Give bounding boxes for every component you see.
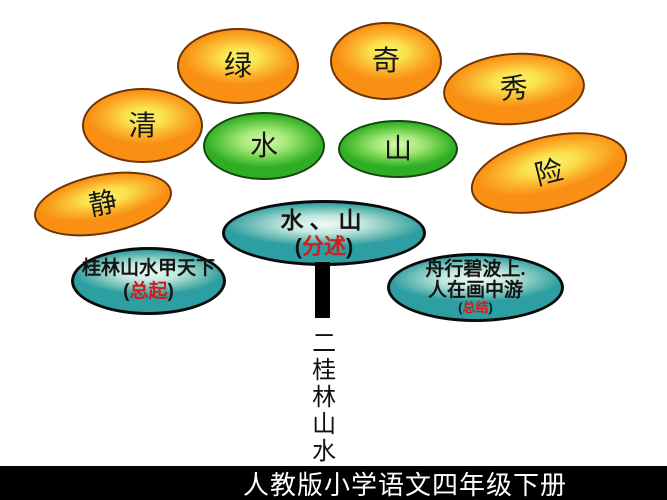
bubble-qing: 清 bbox=[82, 88, 203, 163]
node-left-line1: 桂林山水甲天下 bbox=[81, 258, 215, 280]
bubble-shui: 水 bbox=[203, 112, 325, 180]
bubble-xian-label: 险 bbox=[531, 154, 567, 191]
node-center-term: 分述 bbox=[301, 233, 346, 259]
node-right-line2: 人在画中游 bbox=[427, 280, 523, 302]
bubble-lv: 绿 bbox=[177, 28, 299, 104]
lesson-title-vertical: 二桂林山水 bbox=[307, 330, 335, 465]
node-right-line1: 舟行碧波上. bbox=[425, 258, 526, 280]
bubble-shan: 山 bbox=[338, 120, 458, 178]
paren-open: ( bbox=[123, 281, 130, 302]
node-center-fenshu: 水、山 (分述) bbox=[222, 200, 426, 266]
bubble-lv-label: 绿 bbox=[223, 50, 252, 81]
node-left-term: 总起 bbox=[129, 281, 168, 302]
bubble-shui-label: 水 bbox=[249, 130, 278, 161]
node-right-term: 总结 bbox=[462, 300, 489, 316]
bubble-jing-label: 静 bbox=[86, 185, 120, 222]
bubble-qi-label: 奇 bbox=[371, 45, 400, 76]
bubble-xiu-label: 秀 bbox=[498, 72, 530, 105]
bubble-jing: 静 bbox=[28, 161, 178, 247]
bubble-xiu: 秀 bbox=[440, 48, 588, 130]
bubble-qi: 奇 bbox=[330, 22, 442, 100]
node-center-line1: 水、山 bbox=[280, 207, 368, 234]
paren-close: ) bbox=[488, 300, 493, 316]
paren-close: ) bbox=[346, 233, 354, 259]
node-left-line2: (总起) bbox=[82, 281, 215, 304]
node-center-line2: (分述) bbox=[281, 234, 368, 259]
footer-bar: 人教版小学语文四年级下册 bbox=[0, 466, 667, 500]
paren-open: ( bbox=[458, 300, 463, 316]
node-right-text: 舟行碧波上. 人在画中游 (总结) bbox=[425, 259, 525, 316]
node-center-text: 水、山 (分述) bbox=[281, 207, 368, 259]
paren-close: ) bbox=[167, 281, 174, 302]
node-right-zongjie: 舟行碧波上. 人在画中游 (总结) bbox=[387, 253, 564, 322]
paren-open: ( bbox=[294, 233, 302, 259]
bubble-shan-label: 山 bbox=[383, 133, 412, 164]
footer-title: 人教版小学语文四年级下册 bbox=[243, 469, 568, 500]
node-left-text: 桂林山水甲天下 (总起) bbox=[82, 258, 215, 304]
bubble-qing-label: 清 bbox=[128, 109, 157, 141]
node-right-line3: (总结) bbox=[425, 300, 525, 316]
bubble-xian: 险 bbox=[462, 117, 636, 229]
node-left-zongqi: 桂林山水甲天下 (总起) bbox=[71, 247, 226, 315]
tree-trunk bbox=[315, 262, 330, 318]
